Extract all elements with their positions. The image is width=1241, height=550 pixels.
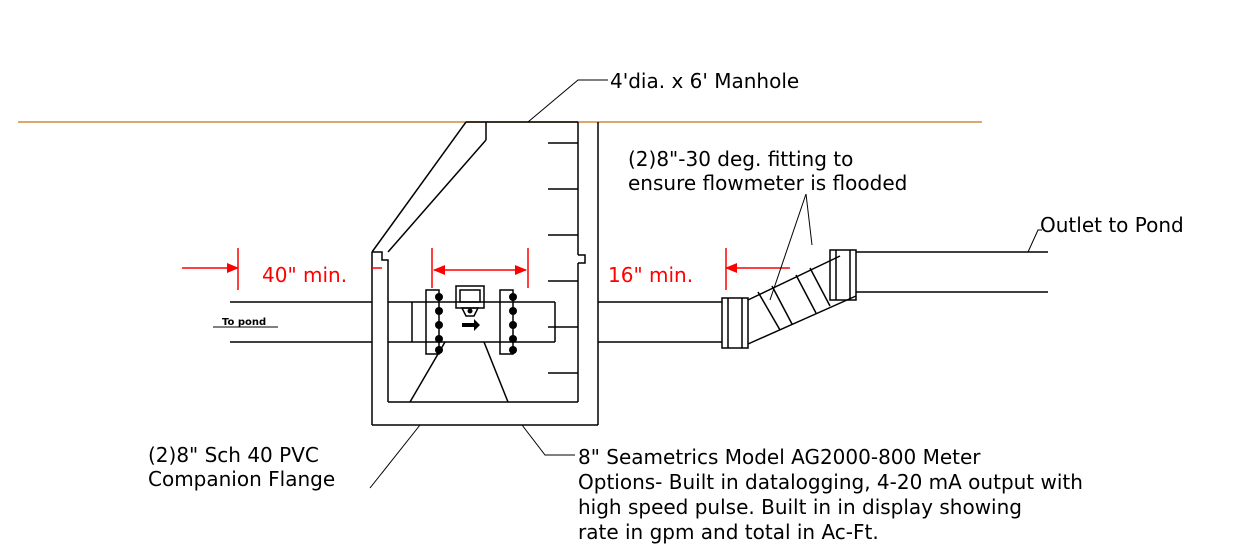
dimension-downstream-label: 16" min. [608,263,693,287]
manhole [371,121,599,426]
dimension-meter [431,248,529,288]
fitting-label-line1: (2)8"-30 deg. fitting to [628,147,853,171]
inlet-pipe [213,301,412,343]
meter-label-line4: rate in gpm and total in Ac-Ft. [578,520,879,544]
outlet-label: Outlet to Pond [1040,213,1184,237]
dimension-upstream: 40" min. [182,248,382,290]
dimension-downstream: 16" min. [608,248,790,290]
dimension-upstream-label: 40" min. [262,263,347,287]
outlet-pipe [598,249,1048,349]
meter-label-line2: Options- Built in datalogging, 4-20 mA o… [578,470,1083,494]
leader-lines [369,79,1042,489]
manhole-label: 4'dia. x 6' Manhole [610,69,799,93]
inlet-label: To pond [222,317,266,328]
fitting-label-line2: ensure flowmeter is flooded [628,171,907,195]
meter-label-line3: high speed pulse. Built in in display sh… [578,495,1022,519]
flange-label-line2: Companion Flange [148,467,335,491]
flowmeter-assembly [409,285,556,403]
flange-label-line1: (2)8" Sch 40 PVC [148,443,319,467]
meter-label-line1: 8" Seametrics Model AG2000-800 Meter [578,445,981,469]
